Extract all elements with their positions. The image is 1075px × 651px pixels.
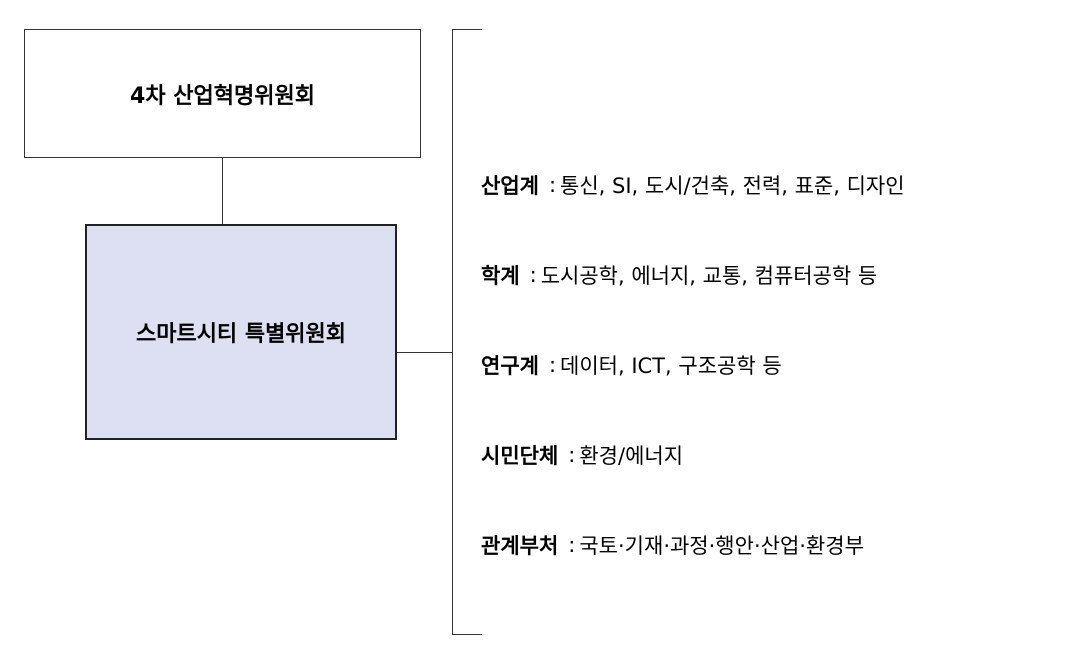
parent-committee-box: 4차 산업혁명위원회: [24, 29, 421, 158]
member-item-ministries: 관계부처 : 국토·기재·과정·행안·산업·환경부: [481, 500, 905, 590]
member-label: 학계: [481, 264, 520, 288]
bracket-vertical-line: [452, 29, 453, 635]
member-item-academia: 학계 : 도시공학, 에너지, 교통, 컴퓨터공학 등: [481, 230, 905, 320]
member-label: 연구계: [481, 354, 539, 378]
vertical-connector-line: [222, 158, 223, 224]
special-committee-box: 스마트시티 특별위원회: [85, 224, 397, 440]
member-separator: :: [568, 443, 576, 467]
member-item-research: 연구계 : 데이터, ICT, 구조공학 등: [481, 320, 905, 410]
member-item-industry: 산업계 : 통신, SI, 도시/건축, 전력, 표준, 디자인: [481, 140, 905, 230]
member-detail: 데이터, ICT, 구조공학 등: [560, 354, 782, 378]
special-committee-label: 스마트시티 특별위원회: [135, 322, 347, 347]
member-label: 산업계: [481, 174, 539, 198]
member-label: 관계부처: [481, 534, 559, 558]
member-label: 시민단체: [481, 444, 559, 468]
bracket-bottom-tick: [452, 634, 482, 635]
horizontal-connector-line: [397, 352, 453, 353]
parent-committee-label: 4차 산업혁명위원회: [130, 83, 315, 109]
member-detail: 도시공학, 에너지, 교통, 컴퓨터공학 등: [540, 264, 878, 288]
member-separator: :: [529, 263, 537, 287]
member-separator: :: [548, 173, 557, 197]
member-list: 산업계 : 통신, SI, 도시/건축, 전력, 표준, 디자인 학계 : 도시…: [481, 140, 905, 590]
member-separator: :: [548, 353, 557, 377]
member-detail: 통신, SI, 도시/건축, 전력, 표준, 디자인: [560, 174, 905, 198]
member-item-civic-groups: 시민단체 : 환경/에너지: [481, 410, 905, 500]
member-separator: :: [568, 533, 576, 557]
member-detail: 환경/에너지: [579, 444, 684, 468]
member-detail: 국토·기재·과정·행안·산업·환경부: [579, 534, 864, 558]
bracket-top-tick: [452, 29, 482, 30]
